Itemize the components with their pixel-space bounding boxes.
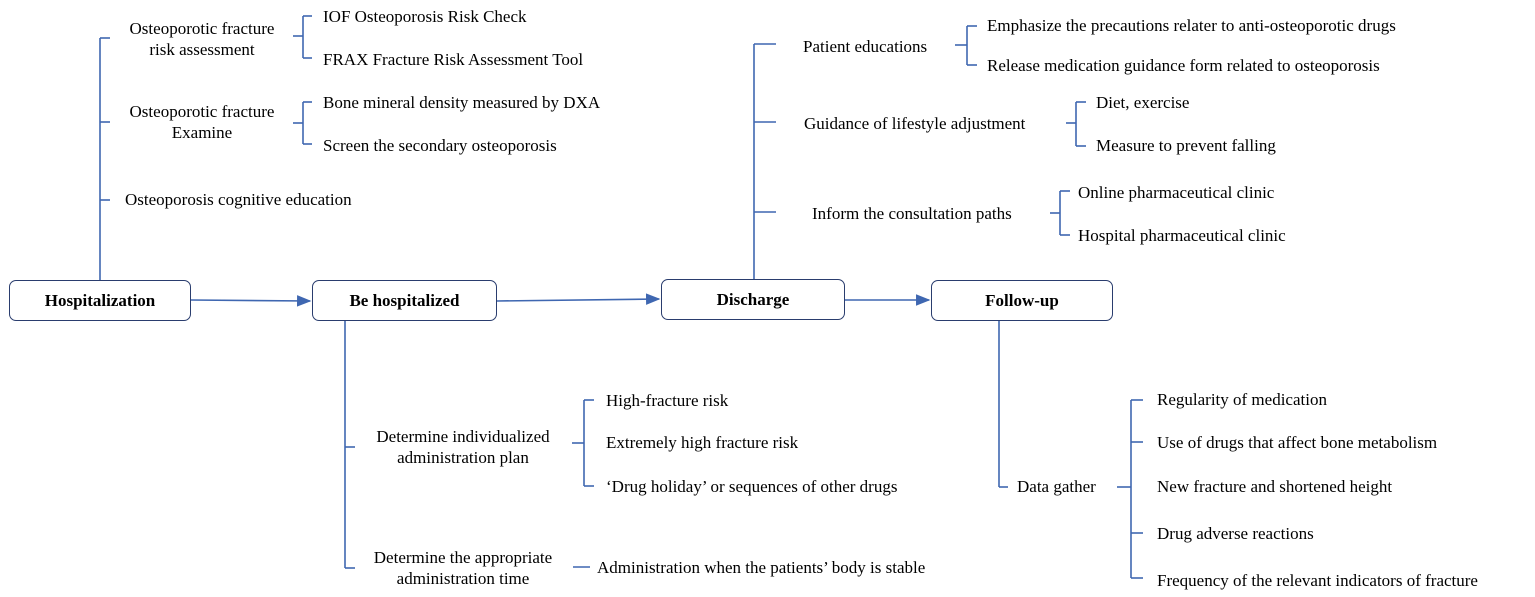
cognitive-education: Osteoporosis cognitive education (125, 190, 352, 209)
risk-item-iof: IOF Osteoporosis Risk Check (323, 7, 527, 26)
stage-follow-up: Follow-up (931, 280, 1113, 321)
lifestyle-item-diet: Diet, exercise (1096, 93, 1190, 112)
plan-item-extreme-risk: Extremely high fracture risk (606, 433, 799, 452)
arrow-hospitalization-to-be-hospitalized (190, 295, 312, 307)
gather-item-adverse-reactions: Drug adverse reactions (1157, 524, 1314, 543)
patient-educations-label: Patient educations (803, 37, 928, 56)
stage-hospitalization: Hospitalization (9, 280, 191, 321)
arrow-be-hospitalized-to-discharge (496, 293, 661, 305)
follow-up-branch (998, 321, 1143, 579)
risk-assessment-label: Osteoporotic fracture risk assessment (129, 19, 275, 59)
consultation-label: Inform the consultation paths (812, 204, 1012, 223)
consultation-item-hospital: Hospital pharmaceutical clinic (1078, 226, 1286, 245)
plan-item-high-risk: High-fracture risk (606, 391, 729, 410)
examine-label: Osteoporotic fracture Examine (129, 102, 275, 142)
education-item-guidance-form: Release medication guidance form related… (987, 56, 1380, 75)
timing-item: Administration when the patients’ body i… (597, 558, 926, 577)
education-item-precautions: Emphasize the precautions relater to ant… (987, 16, 1396, 35)
gather-item-bone-metabolism: Use of drugs that affect bone metabolism (1157, 433, 1438, 452)
data-gather-label: Data gather (1017, 477, 1096, 496)
examine-item-dxa: Bone mineral density measured by DXA (323, 93, 601, 112)
lifestyle-item-falling: Measure to prevent falling (1096, 136, 1276, 155)
hospitalization-branch (99, 15, 312, 280)
discharge-branch (753, 25, 1086, 280)
timing-label: Determine the appropriate administration… (373, 548, 553, 588)
plan-item-drug-holiday: ‘Drug holiday’ or sequences of other dru… (606, 477, 898, 496)
plan-label: Determine individualized administration … (376, 427, 550, 467)
risk-item-frax: FRAX Fracture Risk Assessment Tool (323, 50, 584, 69)
examine-item-secondary: Screen the secondary osteoporosis (323, 136, 557, 155)
be-hospitalized-branch (344, 321, 594, 569)
stage-discharge: Discharge (661, 279, 845, 320)
gather-item-frequency: Frequency of the relevant indicators of … (1157, 571, 1478, 590)
gather-item-regularity: Regularity of medication (1157, 390, 1327, 409)
lifestyle-label: Guidance of lifestyle adjustment (804, 114, 1026, 133)
consultation-item-online: Online pharmaceutical clinic (1078, 183, 1275, 202)
gather-item-new-fracture: New fracture and shortened height (1157, 477, 1393, 496)
stage-be-hospitalized: Be hospitalized (312, 280, 497, 321)
